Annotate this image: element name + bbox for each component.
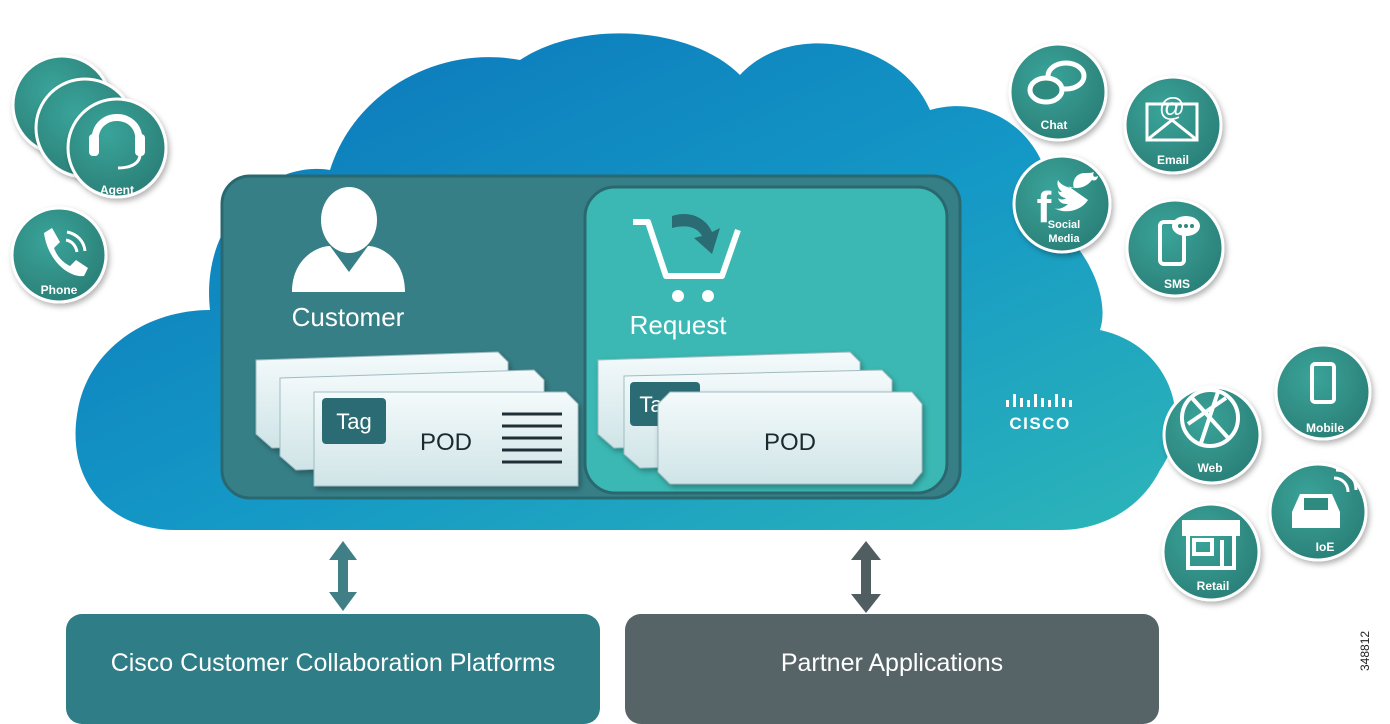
headset-icon — [91, 114, 143, 141]
ioe-label: IoE — [1316, 540, 1335, 554]
cisco-platforms-label: Cisco Customer Collaboration Platforms — [110, 648, 556, 677]
double-arrow-left — [329, 541, 357, 611]
sms-phone-icon — [1158, 216, 1200, 266]
ioe-badge: IoE — [1268, 462, 1368, 562]
partner-applications-label: Partner Applications — [780, 648, 1004, 677]
tag-shape — [322, 398, 386, 444]
chat-label: Chat — [1041, 118, 1068, 132]
chat-bubbles-icon — [1027, 60, 1087, 105]
mobile-icon — [1310, 362, 1336, 404]
request-pod-label: POD — [764, 429, 816, 456]
phone-label: Phone — [41, 283, 78, 297]
globe-icon — [1180, 388, 1240, 448]
retail-label: Retail — [1197, 579, 1230, 593]
mobile-badge: Mobile — [1274, 343, 1372, 441]
phone-icon — [44, 228, 88, 277]
double-arrow-right — [851, 541, 881, 613]
customer-label: Customer — [292, 302, 405, 332]
facebook-icon: f — [1037, 183, 1052, 232]
sms-badge: SMS — [1125, 198, 1225, 298]
social-badge: f Social Media — [1012, 154, 1112, 254]
web-badge: Web — [1162, 385, 1262, 485]
email-label: Email — [1157, 153, 1189, 167]
cart-icon — [633, 219, 741, 302]
request-label: Request — [630, 310, 728, 340]
agent-badge-stack: Agent — [11, 54, 168, 199]
mobile-label: Mobile — [1306, 421, 1344, 435]
cisco-logo: CISCO — [1006, 394, 1072, 433]
retail-badge: Retail — [1161, 502, 1261, 602]
partner-applications-box: Partner Applications — [625, 614, 1159, 724]
customer-pod-label: POD — [420, 429, 472, 456]
email-badge: @ Email — [1123, 75, 1223, 175]
cisco-wordmark: CISCO — [1009, 414, 1070, 433]
social-label-line1: Social — [1048, 219, 1080, 231]
web-label: Web — [1197, 461, 1222, 475]
phone-badge: Phone — [10, 206, 108, 304]
person-icon — [292, 187, 405, 292]
storefront-icon — [1182, 520, 1240, 570]
list-lines-icon — [502, 412, 562, 464]
social-label-line2: Media — [1048, 233, 1080, 245]
curved-arrow-icon — [672, 213, 720, 254]
request-pod-front — [657, 391, 923, 485]
chat-badge: Chat — [1008, 42, 1108, 142]
car-icon — [1292, 468, 1358, 528]
at-sign-icon: @ — [1159, 92, 1185, 122]
envelope-icon — [1145, 102, 1199, 142]
agent-label: Agent — [100, 183, 134, 197]
customer-pod-stack — [255, 351, 579, 487]
twitter-icon — [1054, 172, 1098, 212]
document-id: 348812 — [1358, 630, 1372, 671]
cisco-platforms-box: Cisco Customer Collaboration Platforms — [66, 614, 600, 724]
customer-pod-tag: Tag — [336, 409, 371, 434]
sms-label: SMS — [1164, 277, 1190, 291]
